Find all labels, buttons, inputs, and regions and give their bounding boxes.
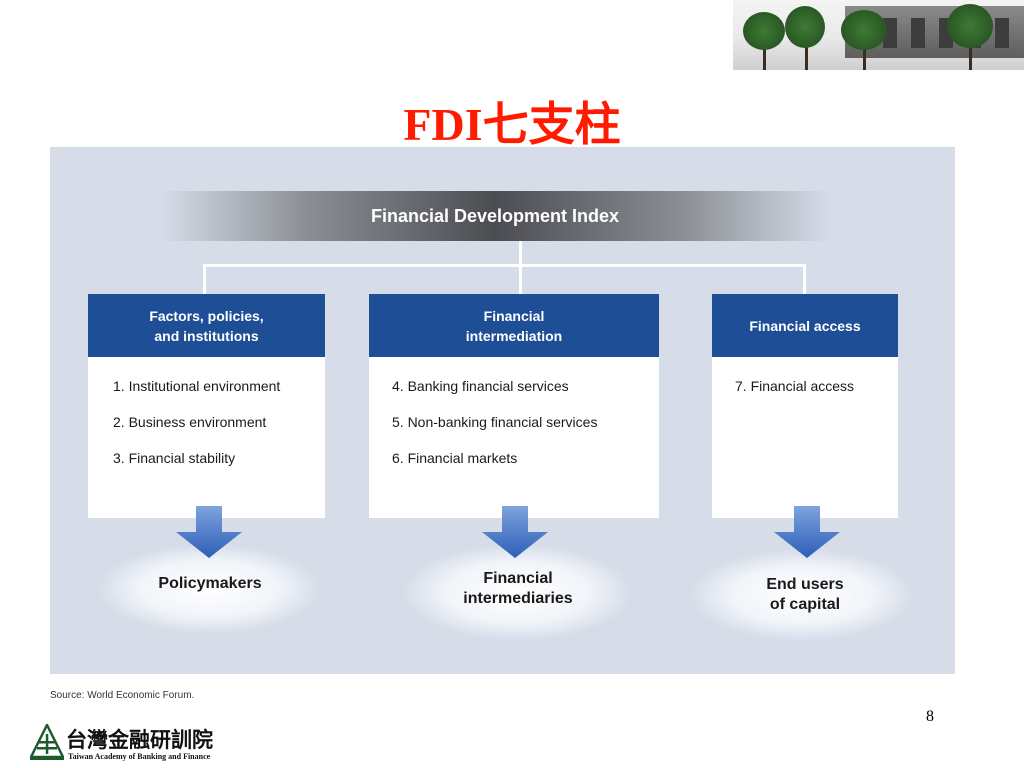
tree-trunk [805, 36, 808, 70]
outcome-label: End users of capital [710, 575, 900, 615]
pillar-header-line: intermediation [465, 327, 563, 344]
header-photo [733, 0, 1024, 70]
connector-drop [519, 264, 522, 294]
pillar-header: Financial access [712, 294, 898, 357]
index-bar [160, 191, 830, 241]
connector-horizontal [203, 264, 806, 267]
logo-name-zh: 台灣金融研訓院 [66, 727, 213, 752]
pillar-item: 2. Business environment [113, 414, 267, 430]
outcome-label: Policymakers [120, 574, 300, 594]
tree-icon [841, 10, 887, 50]
tree-trunk [763, 38, 766, 70]
pillar-item: 1. Institutional environment [113, 378, 281, 394]
pillar-body [369, 357, 659, 518]
outcome-label: Financial intermediaries [418, 569, 618, 609]
outcome-line: intermediaries [463, 590, 573, 607]
tree-icon [947, 4, 993, 48]
tree-trunk [969, 38, 972, 70]
pillar-header: Financial intermediation [369, 294, 659, 357]
outcome-line: Policymakers [158, 575, 262, 592]
outcome-line: Financial [483, 570, 553, 587]
tree-icon [743, 12, 785, 50]
down-arrow-icon [774, 506, 840, 558]
down-arrow-icon [176, 506, 242, 558]
pillar-header-line: Factors, policies, [149, 307, 264, 324]
pillar-item: 5. Non-banking financial services [392, 414, 598, 430]
outcome-glow [405, 545, 630, 640]
pillar-header-line: Financial access [749, 317, 861, 334]
source-note: Source: World Economic Forum. [50, 690, 195, 701]
slide-title: FDI七支柱 [403, 99, 621, 150]
pillar-item: 6. Financial markets [392, 450, 518, 466]
pillar-body [712, 357, 898, 518]
pillar-body [88, 357, 325, 518]
building-window [995, 18, 1009, 48]
down-arrow-icon [482, 506, 548, 558]
pillar-header-line: Financial [483, 307, 545, 324]
logo-icon [30, 724, 64, 760]
tree-icon [785, 6, 825, 48]
pillar-header: Factors, policies, and institutions [88, 294, 325, 357]
logo-name-en: Taiwan Academy of Banking and Finance [68, 752, 211, 761]
pillar-header-line: and institutions [154, 327, 259, 344]
connector-drop [203, 264, 206, 294]
outcome-line: End users [766, 576, 844, 593]
outcome-glow [100, 545, 318, 633]
connector-stem [519, 241, 522, 266]
connector-drop [803, 264, 806, 294]
building-window [911, 18, 925, 48]
index-label: Financial Development Index [370, 206, 620, 226]
pillar-item: 3. Financial stability [113, 450, 236, 466]
outcome-glow [692, 550, 912, 640]
pillar-item: 7. Financial access [735, 378, 855, 394]
pillar-item: 4. Banking financial services [392, 378, 569, 394]
outcome-line: of capital [769, 596, 841, 613]
page-number: 8 [926, 708, 934, 725]
tree-trunk [863, 40, 866, 70]
